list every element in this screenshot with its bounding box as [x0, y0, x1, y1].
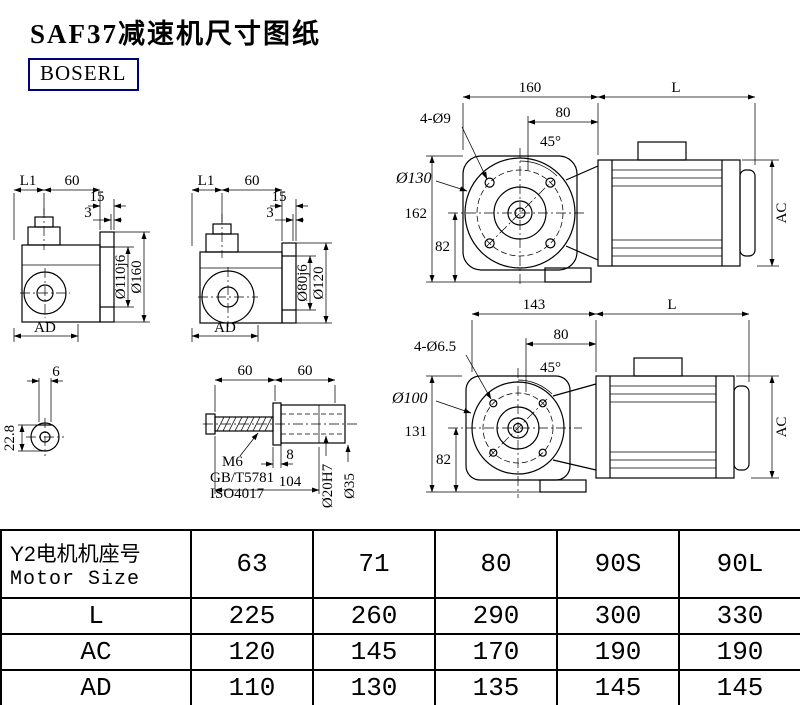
table-row-AC: AC 120 145 170 190 190	[0, 633, 800, 671]
dim-60: 60	[245, 173, 260, 189]
dim-15: 15	[90, 189, 105, 205]
view-shaft-end: 6 22.8	[2, 364, 64, 456]
label-m6: M6	[222, 454, 243, 470]
table-cell: 260	[312, 597, 436, 635]
label-gb-standard: GB/T5781	[210, 470, 274, 486]
dim-dia100: Ø100	[391, 390, 428, 407]
table-row-AD: AD 110 130 135 145 145	[0, 669, 800, 705]
dim-dia20: Ø20H7	[320, 463, 336, 508]
dim-holes: 4-Ø9	[420, 111, 451, 127]
table-cell: 330	[678, 597, 800, 635]
table-header-row: Y2电机机座号 Motor Size 63 71 80 90S 90L	[0, 529, 800, 599]
table-cell: 135	[434, 669, 558, 705]
dim-holes: 4-Ø6.5	[414, 339, 456, 355]
dim-60a: 60	[238, 363, 253, 379]
dim-angle: 45°	[540, 360, 561, 376]
table-cell: 190	[678, 633, 800, 671]
dim-dia110: Ø110j6	[113, 254, 129, 299]
dim-l1: L1	[198, 173, 215, 189]
dim-dia35: Ø35	[342, 473, 358, 499]
motor-size-header-en: Motor Size	[10, 567, 141, 591]
view-gearbox-side-b: L1 60 15 3 Ø80j6 Ø120 AD	[191, 173, 332, 342]
dim-60b: 60	[298, 363, 313, 379]
table-cell: 110	[190, 669, 314, 705]
col-header: 90S	[556, 529, 680, 599]
dim-dia120: Ø120	[311, 266, 327, 299]
table-cell: 190	[556, 633, 680, 671]
label-iso-standard: ISO4017	[210, 486, 265, 502]
col-header: 71	[312, 529, 436, 599]
table-cell: 130	[312, 669, 436, 705]
table-cell: 120	[190, 633, 314, 671]
dim-60: 60	[65, 173, 80, 189]
dim-162: 162	[405, 206, 428, 222]
page-title: SAF37减速机尺寸图纸	[30, 19, 322, 49]
dim-80: 80	[556, 105, 571, 121]
col-header: 63	[190, 529, 314, 599]
table-cell: 290	[434, 597, 558, 635]
table-cell: 225	[190, 597, 314, 635]
row-label: AC	[0, 633, 192, 671]
dim-L: L	[671, 80, 680, 96]
dim-6: 6	[52, 364, 60, 380]
dim-143: 143	[523, 297, 546, 313]
table-cell: 170	[434, 633, 558, 671]
dim-160: 160	[519, 80, 542, 96]
dim-82: 82	[436, 452, 451, 468]
dim-ad: AD	[34, 320, 56, 336]
dim-ac: AC	[774, 417, 790, 438]
dim-l1: L1	[20, 173, 37, 189]
dim-228: 22.8	[2, 425, 18, 451]
dim-L: L	[667, 297, 676, 313]
table-cell: 145	[678, 669, 800, 705]
dim-131: 131	[405, 424, 428, 440]
table-cell: 145	[556, 669, 680, 705]
dim-3: 3	[266, 205, 274, 221]
dim-ac: AC	[774, 203, 790, 224]
row-label: L	[0, 597, 192, 635]
brand-logo: BOSERL	[28, 58, 139, 91]
table-row-L: L 225 260 290 300 330	[0, 597, 800, 635]
dim-8: 8	[286, 447, 294, 463]
dim-3: 3	[84, 205, 92, 221]
dim-dia80: Ø80j6	[295, 264, 311, 302]
motor-size-header-cn: Y2电机机座号	[10, 542, 141, 566]
dimension-table: Y2电机机座号 Motor Size 63 71 80 90S 90L L 22…	[0, 529, 800, 705]
view-assembly-top: 160 L 80 4-Ø9 45° Ø130 162 82 AC	[395, 80, 790, 285]
motor-size-header: Y2电机机座号 Motor Size	[0, 529, 192, 599]
dim-82: 82	[435, 239, 450, 255]
view-assembly-bottom: 143 L 80 4-Ø6.5 45° Ø100 131 82 AC	[391, 297, 790, 498]
col-header: 80	[434, 529, 558, 599]
dim-ad: AD	[214, 320, 236, 336]
dim-80: 80	[554, 327, 569, 343]
view-shaft-detail: 60 60 M6 GB/T5781 ISO4017 8 104 Ø20H7 Ø3…	[203, 363, 358, 508]
dim-dia160: Ø160	[129, 260, 145, 293]
col-header: 90L	[678, 529, 800, 599]
dim-angle: 45°	[540, 134, 561, 150]
view-gearbox-side-a: L1 60 15 3 Ø110j6 Ø160 AD	[13, 173, 150, 342]
dim-dia130: Ø130	[395, 170, 432, 187]
table-cell: 145	[312, 633, 436, 671]
table-cell: 300	[556, 597, 680, 635]
row-label: AD	[0, 669, 192, 705]
technical-drawing: L1 60 15 3 Ø110j6 Ø160 AD	[2, 80, 790, 508]
dim-104: 104	[279, 474, 302, 490]
dim-15: 15	[272, 189, 287, 205]
